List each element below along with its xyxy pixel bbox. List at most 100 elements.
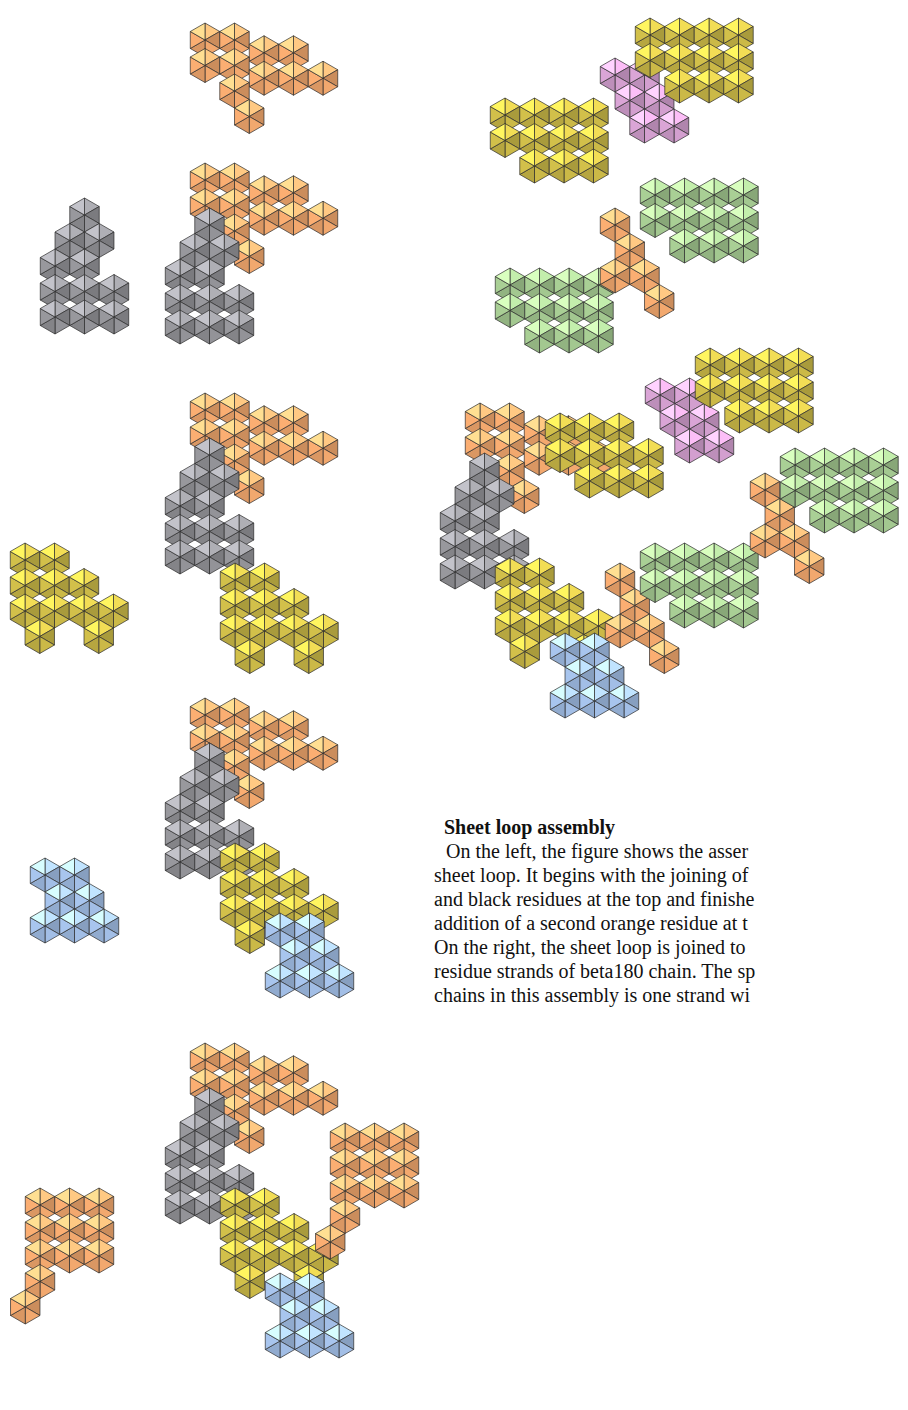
residue-cluster [220,843,338,954]
residue-facet [220,23,235,40]
residue-facet [520,149,535,166]
residue-facet [220,1043,235,1060]
residue-unit [579,149,608,183]
residue-facet [190,49,205,66]
residue-facet [330,1149,345,1166]
residue-facet [554,268,569,285]
residue-cluster [265,1273,353,1358]
residue-facet [330,1200,345,1217]
residue-cluster [490,98,608,183]
residue-facet [180,234,195,251]
residue-unit [195,845,224,879]
residue-facet [165,1165,180,1182]
residue-facet [249,1137,264,1154]
residue-facet [99,1256,114,1273]
residue-facet [590,481,605,498]
residue-facet [70,249,85,266]
residue-unit [84,620,113,654]
residue-facet [249,711,264,728]
residue-unit [665,69,694,103]
residue-facet [729,229,744,246]
residue-facet [670,229,685,246]
residue-facet [165,820,180,837]
residue-facet [195,515,210,532]
residue-facet [60,858,75,875]
residue-facet [564,166,579,183]
residue-unit [545,439,574,473]
residue-unit [235,1265,264,1299]
residue-facet [224,515,239,532]
residue-facet [670,204,685,221]
residue-facet [309,657,324,674]
residue-facet [195,1190,210,1207]
residue-facet [224,251,239,268]
residue-facet [250,1214,265,1231]
residue-unit [659,109,688,143]
residue-facet [310,939,325,956]
residue-facet [640,178,655,195]
residue-unit [549,149,578,183]
residue-unit [279,61,308,95]
residue-facet [604,439,619,456]
residue-facet [250,563,265,580]
residue-facet [220,869,235,886]
residue-facet [600,58,615,75]
residue-facet [264,218,279,235]
residue-facet [40,300,55,317]
residue-facet [40,543,55,560]
residue-facet [220,393,235,410]
residue-facet [465,403,480,420]
residue-facet [560,456,575,473]
residue-unit [308,1081,337,1115]
residue-facet [455,572,470,589]
residue-facet [220,1214,235,1231]
residue-facet [499,496,514,513]
residue-facet [55,1214,70,1231]
residue-unit [520,149,549,183]
residue-facet [685,246,700,263]
residue-facet [279,406,294,423]
residue-facet [70,1256,85,1273]
residue-facet [180,862,195,879]
residue-unit [600,259,629,293]
residue-unit [235,920,264,954]
residue-facet [165,845,180,862]
residue-facet [264,753,279,770]
residue-facet [280,939,295,956]
residue-unit [279,736,308,770]
residue-facet [744,246,759,263]
residue-cluster [316,1123,419,1259]
residue-facet [190,163,205,180]
residue-facet [250,657,265,674]
residue-facet [339,981,354,998]
residue-facet [699,229,714,246]
residue-cluster [30,858,118,943]
residue-facet [279,431,294,448]
residue-facet [729,178,744,195]
residue-unit [699,229,728,263]
residue-unit [316,1225,345,1259]
residue-facet [490,124,505,141]
residue-facet [220,419,235,436]
residue-facet [220,1188,235,1205]
residue-facet [729,204,744,221]
residue-unit [249,736,278,770]
residue-facet [279,36,294,53]
residue-unit [235,640,264,674]
residue-facet [324,911,339,928]
residue-facet [224,1131,239,1148]
residue-facet [310,981,325,998]
residue-facet [180,1207,195,1224]
residue-unit [279,431,308,465]
residue-facet [99,275,114,292]
residue-facet [440,504,455,521]
residue-facet [220,189,235,206]
residue-facet [670,178,685,195]
residue-unit [630,109,659,143]
residue-facet [195,259,210,276]
residue-unit [195,310,224,344]
residue-facet [220,614,235,631]
residue-facet [524,416,539,433]
residue-facet [250,1282,265,1299]
residue-unit [295,964,324,998]
